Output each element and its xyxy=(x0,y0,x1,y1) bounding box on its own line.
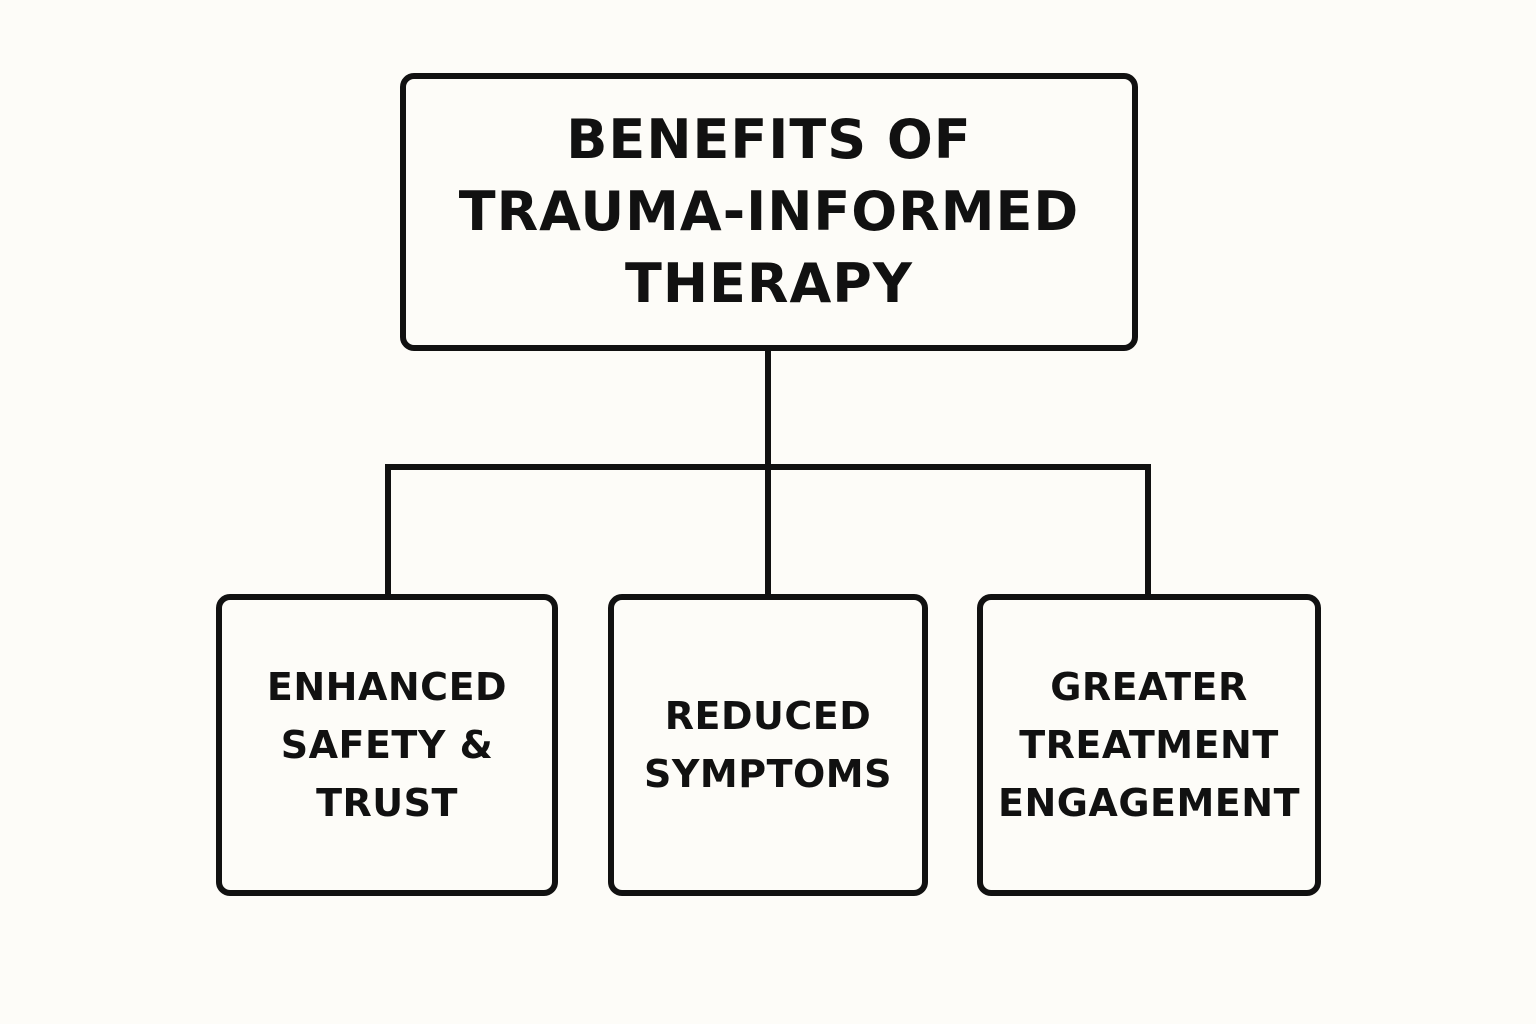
child-node-label: ENHANCED SAFETY & TRUST xyxy=(267,658,507,832)
child-label-line: SAFETY & xyxy=(280,723,494,767)
child-node-safety-trust: ENHANCED SAFETY & TRUST xyxy=(216,594,558,896)
root-label-line: THERAPY xyxy=(625,252,913,315)
child-label-line: ENGAGEMENT xyxy=(997,781,1300,825)
root-label-line: BENEFITS OF xyxy=(566,108,972,171)
child-node-reduced-symptoms: REDUCED SYMPTOMS xyxy=(608,594,928,896)
root-node-label: BENEFITS OF TRAUMA-INFORMED THERAPY xyxy=(459,104,1079,320)
root-node-box: BENEFITS OF TRAUMA-INFORMED THERAPY xyxy=(400,73,1138,351)
root-label-line: TRAUMA-INFORMED xyxy=(458,180,1080,243)
child-node-label: GREATER TREATMENT ENGAGEMENT xyxy=(998,658,1300,832)
child-label-line: ENHANCED xyxy=(266,665,508,709)
child-label-line: REDUCED xyxy=(664,694,872,738)
child-node-treatment-engagement: GREATER TREATMENT ENGAGEMENT xyxy=(977,594,1321,896)
child-node-label: REDUCED SYMPTOMS xyxy=(644,687,892,803)
child-label-line: SYMPTOMS xyxy=(644,752,892,796)
child-label-line: TREATMENT xyxy=(1019,723,1279,767)
child-label-line: TRUST xyxy=(316,781,458,825)
child-label-line: GREATER xyxy=(1050,665,1248,709)
